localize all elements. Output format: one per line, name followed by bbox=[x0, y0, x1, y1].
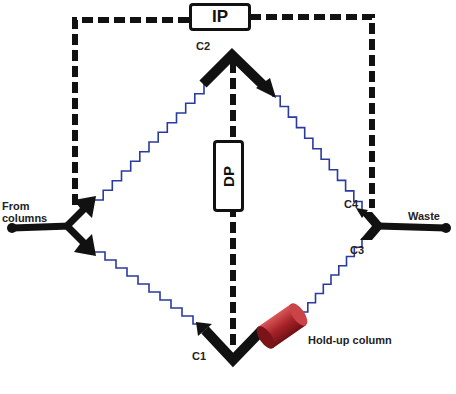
inlet-tube bbox=[12, 226, 70, 228]
valve-c2-head bbox=[256, 78, 276, 98]
tube-segment bbox=[94, 84, 204, 200]
outlet-label: Waste bbox=[408, 210, 440, 222]
valve-c2 bbox=[203, 55, 264, 86]
tube-segment bbox=[272, 96, 362, 212]
valve-c1 bbox=[205, 330, 262, 360]
tube-segment bbox=[94, 252, 204, 332]
tubing bbox=[94, 84, 362, 332]
valve-c3 bbox=[360, 226, 384, 240]
box-label: IP bbox=[212, 7, 228, 27]
ip-signal-line bbox=[75, 17, 372, 208]
valve-label: C2 bbox=[196, 40, 210, 52]
valve-label: C1 bbox=[192, 350, 206, 362]
box-label: DP bbox=[220, 166, 237, 187]
waste-dot bbox=[441, 223, 451, 233]
valve-c1-head bbox=[196, 322, 212, 336]
hold-up-column bbox=[253, 300, 311, 351]
inlet-label: From columns bbox=[2, 200, 54, 224]
valve-label: C3 bbox=[350, 244, 364, 256]
waste-tube bbox=[378, 226, 446, 228]
valve-label: C4 bbox=[344, 198, 358, 210]
split-junction bbox=[62, 224, 96, 256]
column-label: Hold-up column bbox=[308, 334, 392, 346]
inlet-dot bbox=[7, 223, 17, 233]
ip-box: IP bbox=[189, 3, 251, 31]
split-junction bbox=[62, 196, 96, 228]
dp-box: DP bbox=[213, 140, 244, 212]
